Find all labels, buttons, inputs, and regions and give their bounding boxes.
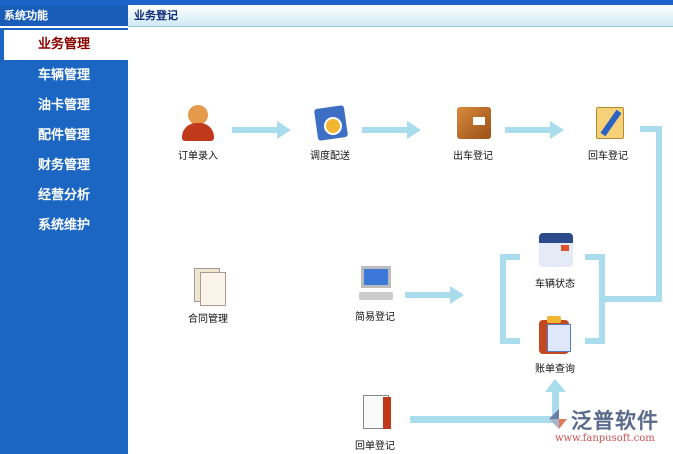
dispatch-book-icon [308,103,352,143]
computer-icon [353,264,397,304]
package-box-icon [451,103,495,143]
brand-logo: 泛普软件 www.fanpusoft.com [543,405,659,444]
documents-icon [186,266,230,306]
sidebar: 业务管理 车辆管理 油卡管理 配件管理 财务管理 经营分析 系统维护 [0,28,128,454]
sidebar-item-system[interactable]: 系统维护 [38,218,91,233]
node-order-entry[interactable]: 订单录入 [158,103,238,162]
node-contract[interactable]: 合同管理 [168,266,248,325]
node-bill-query[interactable]: 账单查询 [515,316,595,375]
sidebar-item-business[interactable]: 业务管理 [4,30,128,60]
node-departure[interactable]: 出车登记 [433,103,513,162]
node-vehicle-status[interactable]: 车辆状态 [515,231,595,290]
sidebar-title: 系统功能 [0,5,128,27]
notepad-pencil-icon [586,103,630,143]
sidebar-item-finance[interactable]: 财务管理 [38,158,91,173]
node-return[interactable]: 回车登记 [568,103,648,162]
top-bar [0,0,673,5]
document-icon [353,393,397,433]
brand-mark-icon [549,409,567,429]
node-dispatch[interactable]: 调度配送 [290,103,370,162]
sidebar-item-analysis[interactable]: 经营分析 [38,188,91,203]
page-title: 业务登记 [128,5,673,27]
sidebar-item-parts[interactable]: 配件管理 [38,128,91,143]
node-receipt[interactable]: 回单登记 [335,393,415,452]
calendar-icon [533,231,577,271]
sidebar-item-vehicle[interactable]: 车辆管理 [38,68,91,83]
sidebar-item-fuel-card[interactable]: 油卡管理 [38,98,91,113]
node-simple-entry[interactable]: 简易登记 [335,264,415,323]
clipboard-icon [533,316,577,356]
operator-headset-icon [176,103,220,143]
